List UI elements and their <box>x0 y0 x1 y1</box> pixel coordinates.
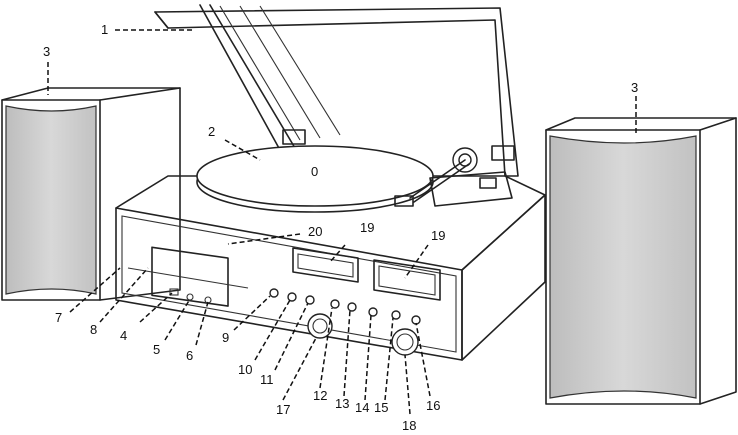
label-5: 5 <box>153 342 160 357</box>
label-13: 13 <box>335 396 349 411</box>
label-14: 14 <box>355 400 369 415</box>
label-4: 4 <box>120 328 127 343</box>
label-16: 16 <box>426 398 440 413</box>
label-7: 7 <box>55 310 62 325</box>
label-19-left: 19 <box>360 220 374 235</box>
label-17: 17 <box>276 402 290 417</box>
display-left <box>292 247 359 283</box>
leader-lines <box>47 29 637 415</box>
aux-jack <box>186 293 194 301</box>
left-speaker <box>1 87 181 301</box>
label-8: 8 <box>90 322 97 337</box>
platter: 0 <box>196 145 434 213</box>
label-11: 11 <box>260 372 274 387</box>
function-knob <box>307 313 333 339</box>
label-18: 18 <box>402 418 416 433</box>
label-2: 2 <box>208 124 215 139</box>
label-3-right: 3 <box>631 80 638 95</box>
right-speaker-grill <box>549 135 697 399</box>
label-3-left: 3 <box>43 44 50 59</box>
label-9: 9 <box>222 330 229 345</box>
callout-labels: 1 2 3 3 4 5 6 7 8 9 10 11 12 13 14 15 16… <box>43 22 638 433</box>
control-buttons <box>269 288 421 325</box>
label-15: 15 <box>374 400 388 415</box>
label-20: 20 <box>308 224 322 239</box>
cassette-door <box>151 246 229 307</box>
right-speaker <box>545 117 737 405</box>
display-right <box>373 259 441 301</box>
label-6: 6 <box>186 348 193 363</box>
volume-knob <box>391 328 419 356</box>
label-19-right: 19 <box>431 228 445 243</box>
platter-marking: 0 <box>311 164 318 179</box>
front-slot <box>127 267 249 289</box>
tonearm <box>394 147 513 207</box>
usb-port <box>169 288 179 296</box>
label-10: 10 <box>238 362 252 377</box>
label-1: 1 <box>101 22 108 37</box>
label-12: 12 <box>313 388 327 403</box>
left-speaker-grill <box>5 105 97 295</box>
